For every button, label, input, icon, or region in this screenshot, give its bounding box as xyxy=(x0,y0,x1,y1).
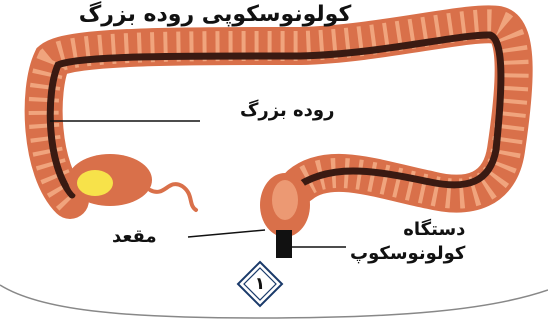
rectum-pointer-line xyxy=(188,230,265,237)
scope-handle xyxy=(276,230,292,258)
label-colonoscope-device: دستگاه کولونوسکوپ xyxy=(350,218,465,266)
label-device-line2: کولونوسکوپ xyxy=(350,242,465,266)
label-rectum: مقعد xyxy=(112,226,157,247)
page-badge: ۱ xyxy=(238,262,282,306)
rectum-inner xyxy=(272,180,298,220)
label-large-intestine: روده بزرگ xyxy=(240,100,334,121)
diagram-title: کولونوسکوپی روده بزرگ xyxy=(20,2,410,27)
cecum-highlight xyxy=(77,170,113,196)
page-number: ۱ xyxy=(238,262,282,306)
label-device-line1: دستگاه xyxy=(350,218,465,242)
appendix xyxy=(150,184,196,210)
